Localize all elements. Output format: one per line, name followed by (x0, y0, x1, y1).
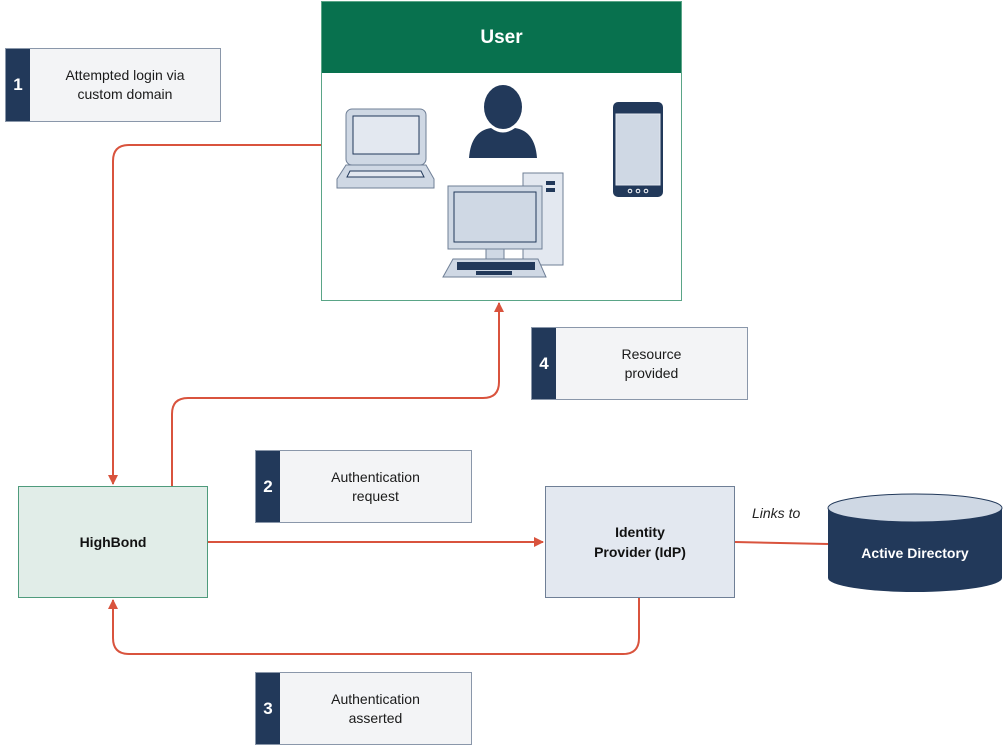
step-label-line2: custom domain (77, 86, 173, 102)
step-2-callout: 2 Authentication request (255, 450, 472, 523)
step-1-callout: 1 Attempted login via custom domain (5, 48, 221, 122)
step-label-line1: Attempted login via (65, 67, 185, 83)
step-number: 1 (6, 49, 30, 121)
highbond-label: HighBond (79, 534, 147, 550)
smartphone-icon (613, 102, 663, 197)
step-label-line2: asserted (348, 709, 403, 726)
step-label-line1: Authentication (331, 468, 420, 485)
desktop-computer-icon (442, 172, 564, 278)
step-label-line2: provided (624, 364, 679, 381)
user-panel-title: User (322, 2, 681, 73)
devices-illustration (336, 85, 663, 278)
arrow-login-to-highbond (108, 144, 321, 485)
step-number: 4 (532, 328, 556, 399)
idp-label-line2: Provider (IdP) (594, 544, 686, 560)
step-label-line1: Resource (621, 345, 682, 362)
arrow-resource-to-user (171, 302, 504, 486)
step-3-callout: 3 Authentication asserted (255, 672, 472, 745)
highbond-node: HighBond (18, 486, 208, 598)
idp-label-line1: Identity (615, 524, 665, 540)
arrow-auth-asserted (108, 598, 640, 655)
step-label-line2: request (352, 487, 399, 504)
person-icon (469, 85, 537, 158)
database-icon (827, 493, 1003, 592)
step-number: 3 (256, 673, 280, 744)
links-to-label: Links to (752, 505, 801, 521)
user-panel: User (321, 1, 682, 301)
link-idp-active-directory (734, 541, 829, 545)
laptop-icon (336, 108, 435, 189)
active-directory-label: Active Directory (861, 545, 969, 561)
step-4-callout: 4 Resource provided (531, 327, 748, 400)
step-label-line1: Authentication (331, 690, 420, 707)
step-number: 2 (256, 451, 280, 522)
